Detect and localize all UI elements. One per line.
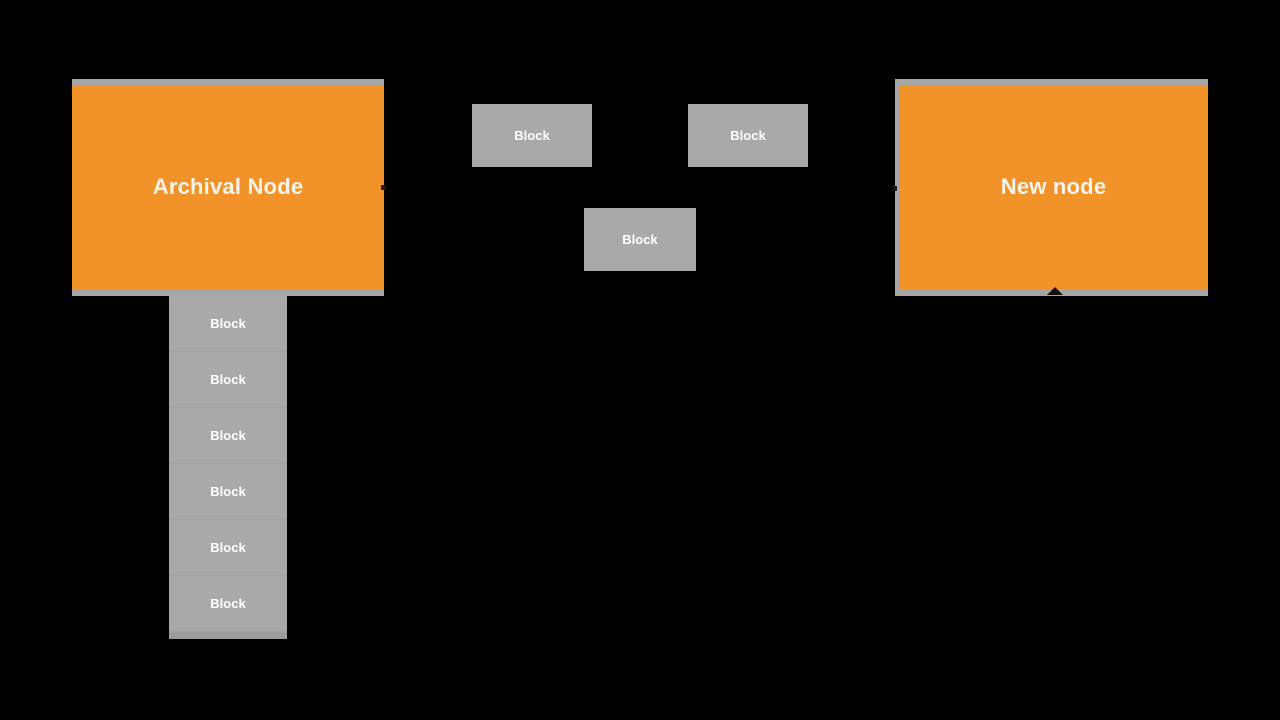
mid-block-1[interactable]: Block xyxy=(472,104,592,167)
stack-block-2-label: Block xyxy=(210,372,246,387)
archival-node-label: Archival Node xyxy=(152,174,304,199)
new-node-shape[interactable]: New node xyxy=(895,79,1208,296)
stack-block-1[interactable]: Block xyxy=(169,296,287,352)
mid-block-3-label: Block xyxy=(622,232,658,247)
mid-block-3[interactable]: Block xyxy=(584,208,696,271)
stack-block-3-label: Block xyxy=(210,428,246,443)
stack-block-6[interactable]: Block xyxy=(169,576,287,632)
archival-node-shape[interactable]: Archival Node xyxy=(72,79,384,296)
new-node-label: New node xyxy=(1000,174,1107,199)
stack-block-4-label: Block xyxy=(210,484,246,499)
stack-block-1-label: Block xyxy=(210,316,246,331)
block-stack-container: Block Block Block Block Block Block xyxy=(169,296,287,639)
mid-block-1-label: Block xyxy=(514,128,550,143)
stack-block-5[interactable]: Block xyxy=(169,520,287,576)
mid-block-2-label: Block xyxy=(730,128,766,143)
edge-endpoint-dot xyxy=(381,185,386,190)
mid-block-2[interactable]: Block xyxy=(688,104,808,167)
arrowhead-up-icon xyxy=(1047,287,1063,295)
edge-endpoint-dot xyxy=(892,186,897,191)
stack-block-6-label: Block xyxy=(210,596,246,611)
stack-block-4[interactable]: Block xyxy=(169,464,287,520)
stack-block-2[interactable]: Block xyxy=(169,352,287,408)
stack-block-5-label: Block xyxy=(210,540,246,555)
stack-block-3[interactable]: Block xyxy=(169,408,287,464)
